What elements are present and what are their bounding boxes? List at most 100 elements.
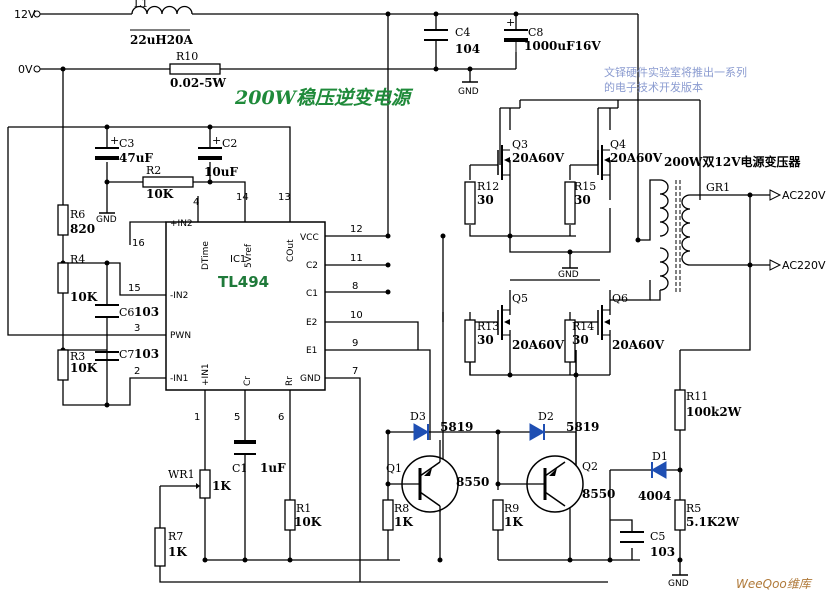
r13-value: 30 xyxy=(477,333,494,347)
pin-number-top: 14 xyxy=(236,192,249,203)
q5-ref: Q5 xyxy=(512,292,528,305)
output-terminal-ac2: AC220V xyxy=(769,259,826,272)
q2-value: 8550 xyxy=(582,487,615,501)
pin-name-left: -IN1 xyxy=(170,374,188,384)
svg-text:+: + xyxy=(110,134,119,147)
capacitor-c3: + C3 47uF xyxy=(95,134,153,165)
junction-dot xyxy=(573,372,579,378)
junction-dot xyxy=(385,262,391,268)
capacitor-c6: C6 103 xyxy=(95,304,159,319)
ic-ref: IC1 xyxy=(230,254,246,265)
junction-dot xyxy=(385,11,391,17)
pin-number-top: 4 xyxy=(193,197,199,208)
pin-number-right: 11 xyxy=(350,253,363,264)
resistor-r8: R8 1K xyxy=(382,499,413,531)
ground-symbol-bottom: GND xyxy=(668,574,689,589)
r4-ref: R4 xyxy=(70,253,85,266)
junction-dot xyxy=(207,124,213,130)
r8-ref: R8 xyxy=(394,502,409,515)
junction-dot xyxy=(677,557,683,563)
junction-dot xyxy=(507,233,513,239)
junction-dot xyxy=(104,179,110,185)
junction-dot xyxy=(747,192,753,198)
ground-symbol-c3: GND xyxy=(96,212,117,225)
pin-number-bottom: 5 xyxy=(234,412,240,423)
junction-dot xyxy=(677,467,683,473)
wr1-value: 1K xyxy=(212,479,231,493)
resistor-r12: R12 30 xyxy=(464,180,499,225)
q5-value: 20A60V xyxy=(512,338,565,352)
c8-ref: C8 xyxy=(528,26,543,39)
mosfet-q4: Q4 20A60V xyxy=(597,138,663,180)
diode-d2: D2 5819 xyxy=(529,410,599,441)
r14-value: 30 xyxy=(572,333,589,347)
junction-dot xyxy=(433,66,439,72)
gnd-label: GND xyxy=(96,215,117,225)
wr1-ref: WR1 xyxy=(168,468,195,481)
junction-dot xyxy=(507,372,513,378)
q4-value: 20A60V xyxy=(610,151,663,165)
r15-ref: R15 xyxy=(574,180,596,193)
r9-value: 1K xyxy=(504,515,523,529)
resistor-r5: R5 5.1K2W xyxy=(674,499,740,531)
r14-ref: R14 xyxy=(572,320,594,333)
r11-ref: R11 xyxy=(686,390,708,403)
r12-ref: R12 xyxy=(477,180,499,193)
output-terminal-ac1: AC220V xyxy=(769,189,826,202)
c7-ref: C7 xyxy=(119,348,134,361)
r7-value: 1K xyxy=(168,545,187,559)
l1-ref: L1 xyxy=(134,0,148,10)
r6-ref: R6 xyxy=(70,208,85,221)
junction-dot xyxy=(440,233,446,239)
pin-name-bottom: Rr xyxy=(285,376,295,386)
l1-value: 22uH20A xyxy=(130,33,193,47)
capacitor-c8: + C8 1000uF16V xyxy=(504,16,601,53)
ground-symbol-mosfet: GND xyxy=(558,267,579,280)
diode-d1: D1 4004 xyxy=(638,450,671,503)
svg-text:+: + xyxy=(506,16,515,29)
pin-name-left: -IN2 xyxy=(170,291,188,301)
diagram-title: 200W稳压逆变电源 xyxy=(234,87,414,109)
c5-ref: C5 xyxy=(650,530,665,543)
inductor-l1: L1 22uH20A xyxy=(130,0,193,47)
junction-dot xyxy=(635,237,641,243)
pin-name-right: VCC xyxy=(300,233,319,243)
resistor-r6: R6 820 xyxy=(57,204,95,236)
pin-number-bottom: 6 xyxy=(278,412,284,423)
gnd-label: GND xyxy=(458,87,479,97)
q6-ref: Q6 xyxy=(612,292,628,305)
pin-number-right: 7 xyxy=(352,366,358,377)
junction-dot xyxy=(385,481,391,487)
r15-value: 30 xyxy=(574,193,591,207)
r1-ref: R1 xyxy=(296,502,311,515)
d2-ref: D2 xyxy=(538,410,554,423)
junction-dot xyxy=(513,11,519,17)
pin-name-bottom: +IN1 xyxy=(201,363,211,386)
junction-dot xyxy=(385,233,391,239)
resistor-r4: R4 10K xyxy=(57,253,98,304)
mosfet-q5: Q5 20A60V xyxy=(497,292,565,352)
c6-value: 103 xyxy=(134,305,159,319)
pin-name-top: 5Vref xyxy=(244,243,254,268)
resistor-r7: R7 1K xyxy=(154,527,187,567)
c2-value: 10uF xyxy=(204,165,238,179)
c6-ref: C6 xyxy=(119,306,134,319)
junction-dot xyxy=(495,429,501,435)
pin-name-right: E2 xyxy=(306,318,317,328)
q3-value: 20A60V xyxy=(512,151,565,165)
q3-ref: Q3 xyxy=(512,138,528,151)
pin-number-left: 15 xyxy=(128,283,141,294)
net-label-ac: AC220V xyxy=(782,259,826,272)
net-label-0v: 0V xyxy=(18,63,33,76)
r1-value: 10K xyxy=(294,515,322,529)
junction-dot xyxy=(607,557,613,563)
junction-dot xyxy=(207,179,213,185)
junction-dot xyxy=(60,66,66,72)
junction-dot xyxy=(287,557,293,563)
transformer-gr1: 200W双12V电源变压器 GR1 xyxy=(659,154,802,292)
input-terminal-0v: 0V xyxy=(18,63,41,76)
pin-name-right: E1 xyxy=(306,346,317,356)
transistor-q2: Q2 8550 xyxy=(498,455,615,513)
junction-dot xyxy=(437,557,443,563)
